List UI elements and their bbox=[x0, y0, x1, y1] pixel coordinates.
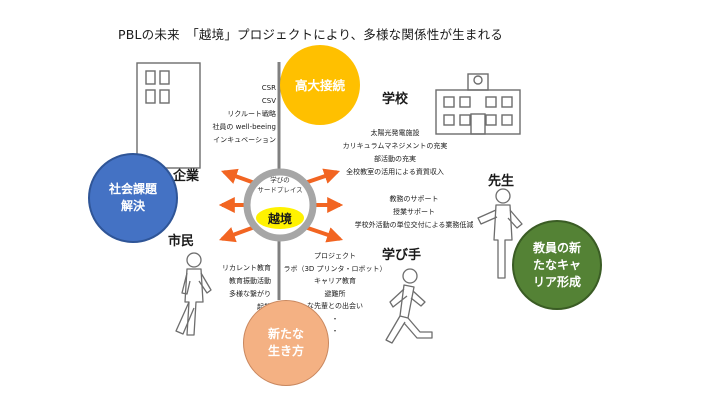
school-item: 部活動の充実 bbox=[374, 155, 416, 163]
role-learner: 学び手 bbox=[382, 248, 422, 263]
role-school: 学校 bbox=[382, 92, 409, 107]
role-teacher: 先生 bbox=[488, 174, 515, 189]
learner-item-list: プロジェクト ラボ（3D プリンタ・ロボット） キャリア教育 避難所 な先輩との… bbox=[280, 250, 390, 338]
teacher-item-list: 教務のサポート 授業サポート 学校外活動の単位交付による業務低減 bbox=[334, 193, 494, 232]
teacher-figure-icon bbox=[477, 188, 523, 279]
circle-new-life: 新たな生き方 bbox=[243, 300, 329, 386]
page-title: PBLの未来 「越境」プロジェクトにより、多様な関係性が生まれる bbox=[118, 27, 503, 42]
school-item-list: 太陽光発電施設 カリキュラムマネジメントの充実 部活動の充実 全校教室の活用によ… bbox=[330, 127, 460, 179]
company-item: リクルート戦略 bbox=[227, 110, 276, 118]
citizen-item: リカレント教育 bbox=[222, 264, 271, 272]
company-item: 社員の well-beeing bbox=[212, 123, 276, 131]
circle-teacher-career: 教員の新たなキャリア形成 bbox=[512, 220, 602, 310]
company-building-icon bbox=[136, 62, 201, 169]
company-item: CSR bbox=[261, 84, 276, 92]
teacher-item: 授業サポート bbox=[393, 208, 435, 216]
learner-item: ・ bbox=[331, 327, 339, 335]
role-company: 企業 bbox=[173, 169, 200, 184]
center-label-line1: 学びの bbox=[270, 176, 290, 184]
school-item: 太陽光発電施設 bbox=[370, 129, 420, 137]
circle-social-issue: 社会課題解決 bbox=[88, 153, 178, 243]
center-keyword: 越境 bbox=[267, 212, 292, 226]
learner-item: な先輩との出会い bbox=[307, 302, 363, 310]
learner-figure-icon bbox=[385, 268, 433, 344]
circle-university-connection: 高大接続 bbox=[280, 45, 360, 125]
teacher-item: 学校外活動の単位交付による業務低減 bbox=[354, 221, 474, 229]
learner-item: キャリア教育 bbox=[314, 277, 356, 285]
circle-university-label: 高大接続 bbox=[294, 77, 345, 93]
circle-teacher-career-label: 教員の新たなキャリア形成 bbox=[532, 240, 581, 289]
citizen-item-list: リカレント教育 教育振動活動 多様な繋がり 起業 bbox=[203, 262, 271, 314]
teacher-item: 教務のサポート bbox=[389, 195, 439, 203]
school-item: カリキュラムマネジメントの充実 bbox=[342, 142, 448, 150]
citizen-item: 教育振動活動 bbox=[229, 277, 271, 285]
learner-item: ・ bbox=[331, 314, 339, 323]
role-citizen: 市民 bbox=[168, 234, 195, 249]
circle-new-life-label: 新たな生き方 bbox=[267, 327, 304, 358]
school-building-icon bbox=[435, 73, 521, 135]
center-label-line2: サードプレイス bbox=[257, 186, 303, 194]
learner-item: プロジェクト bbox=[314, 252, 356, 260]
citizen-figure-icon bbox=[175, 252, 212, 336]
center-highlight bbox=[256, 207, 304, 229]
company-item: CSV bbox=[261, 97, 276, 105]
citizen-item: 多様な繋がり bbox=[229, 290, 271, 298]
school-item: 全校教室の活用による資質収入 bbox=[346, 168, 444, 176]
company-item: インキュベーション bbox=[213, 136, 276, 144]
learner-item: ラボ（3D プリンタ・ロボット） bbox=[283, 264, 387, 273]
learner-item: 避難所 bbox=[324, 289, 346, 298]
company-item-list: CSR CSV リクルート戦略 社員の well-beeing インキュベーショ… bbox=[196, 82, 276, 147]
circle-social-issue-label: 社会課題解決 bbox=[108, 182, 157, 213]
